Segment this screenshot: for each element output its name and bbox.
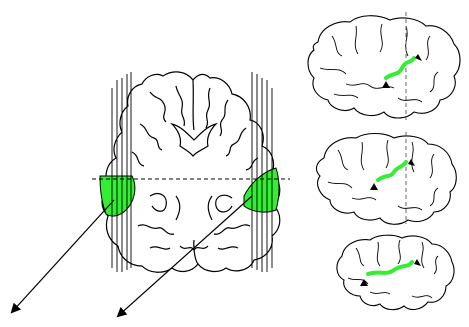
lateral-brain-view-bottom (336, 234, 455, 311)
axial-brain-slice (101, 71, 281, 273)
slice-guide-lines (111, 72, 273, 272)
top-sulcus-highlight (384, 56, 416, 80)
ventricles (170, 122, 218, 157)
middle-sulcus-highlight (376, 160, 408, 182)
bottom-sulcus-highlight (366, 260, 414, 276)
arrow-down-left-icon (10, 199, 115, 314)
axial-midline (192, 79, 195, 131)
triangle-marker-icon (360, 279, 368, 286)
triangle-marker-icon (414, 259, 421, 266)
triangle-marker-icon (370, 183, 378, 190)
triangle-marker-icon (408, 159, 415, 166)
lateral-brain-view-middle (315, 132, 457, 225)
triangle-marker-icon (382, 81, 390, 88)
lateral-brain-view-top (307, 12, 461, 120)
triangle-marker-icon (415, 54, 422, 61)
axial-brain-outline (101, 71, 281, 273)
right-auditory-region (243, 167, 280, 213)
arrow-down-left-icon (116, 195, 253, 318)
